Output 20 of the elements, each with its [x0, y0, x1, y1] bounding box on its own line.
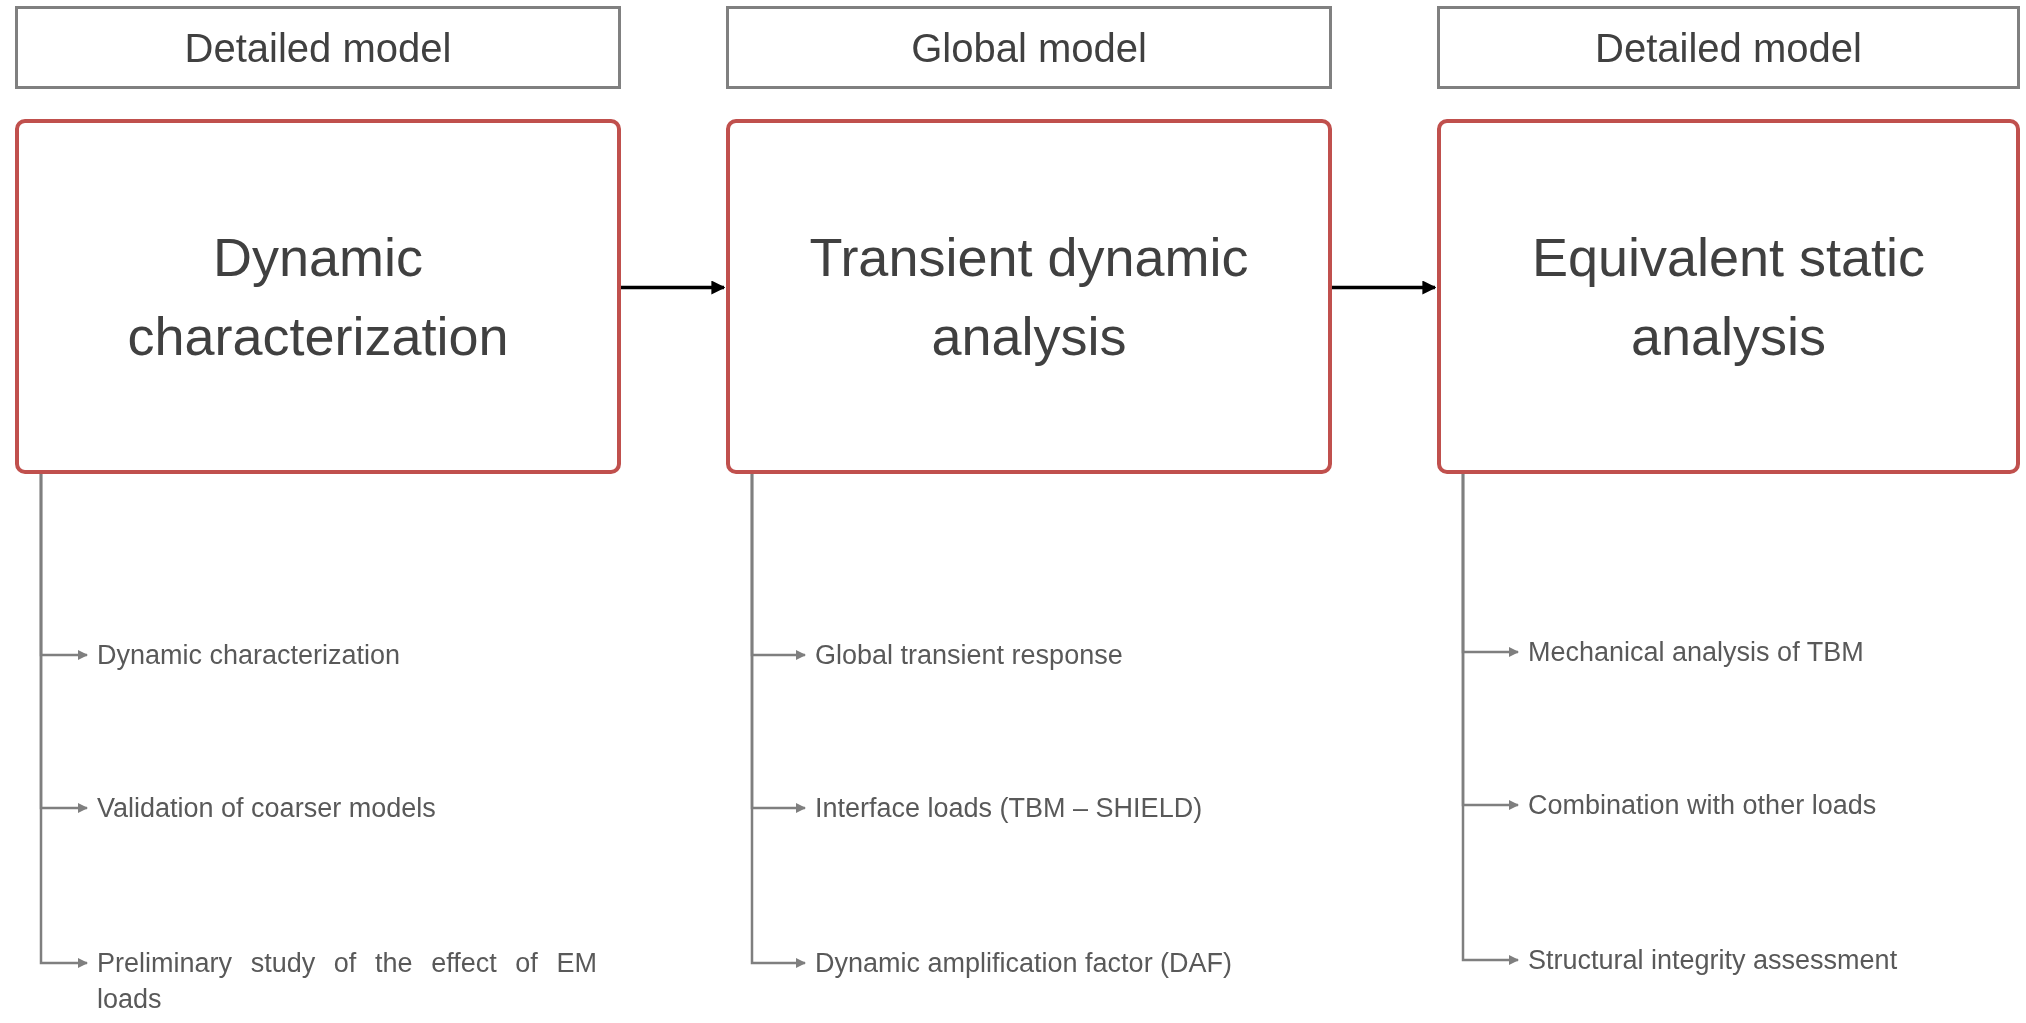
item-text: Dynamic amplification factor (DAF) [815, 945, 1315, 981]
arrow [621, 280, 726, 295]
item-text: Combination with other loads [1528, 787, 2018, 823]
process-box: Transient dynamic analysis [726, 119, 1332, 474]
item-text: Structural integrity assessment [1528, 942, 2018, 978]
model-label-box: Detailed model [15, 6, 621, 89]
process-box: Equivalent static analysis [1437, 119, 2020, 474]
item-text: Preliminary study of the effect of EM loads [97, 945, 597, 1017]
item-text: Dynamic characterization [97, 637, 597, 673]
arrow [750, 474, 806, 968]
item-text: Global transient response [815, 637, 1315, 673]
model-label-box: Global model [726, 6, 1332, 89]
item-text: Validation of coarser models [97, 790, 597, 826]
model-label-box: Detailed model [1437, 6, 2020, 89]
item-text: Mechanical analysis of TBM [1528, 634, 2018, 670]
arrow [1332, 280, 1437, 295]
item-text: Interface loads (TBM – SHIELD) [815, 790, 1315, 826]
arrow [39, 474, 88, 968]
arrow [1461, 474, 1519, 965]
process-box: Dynamic characterization [15, 119, 621, 474]
